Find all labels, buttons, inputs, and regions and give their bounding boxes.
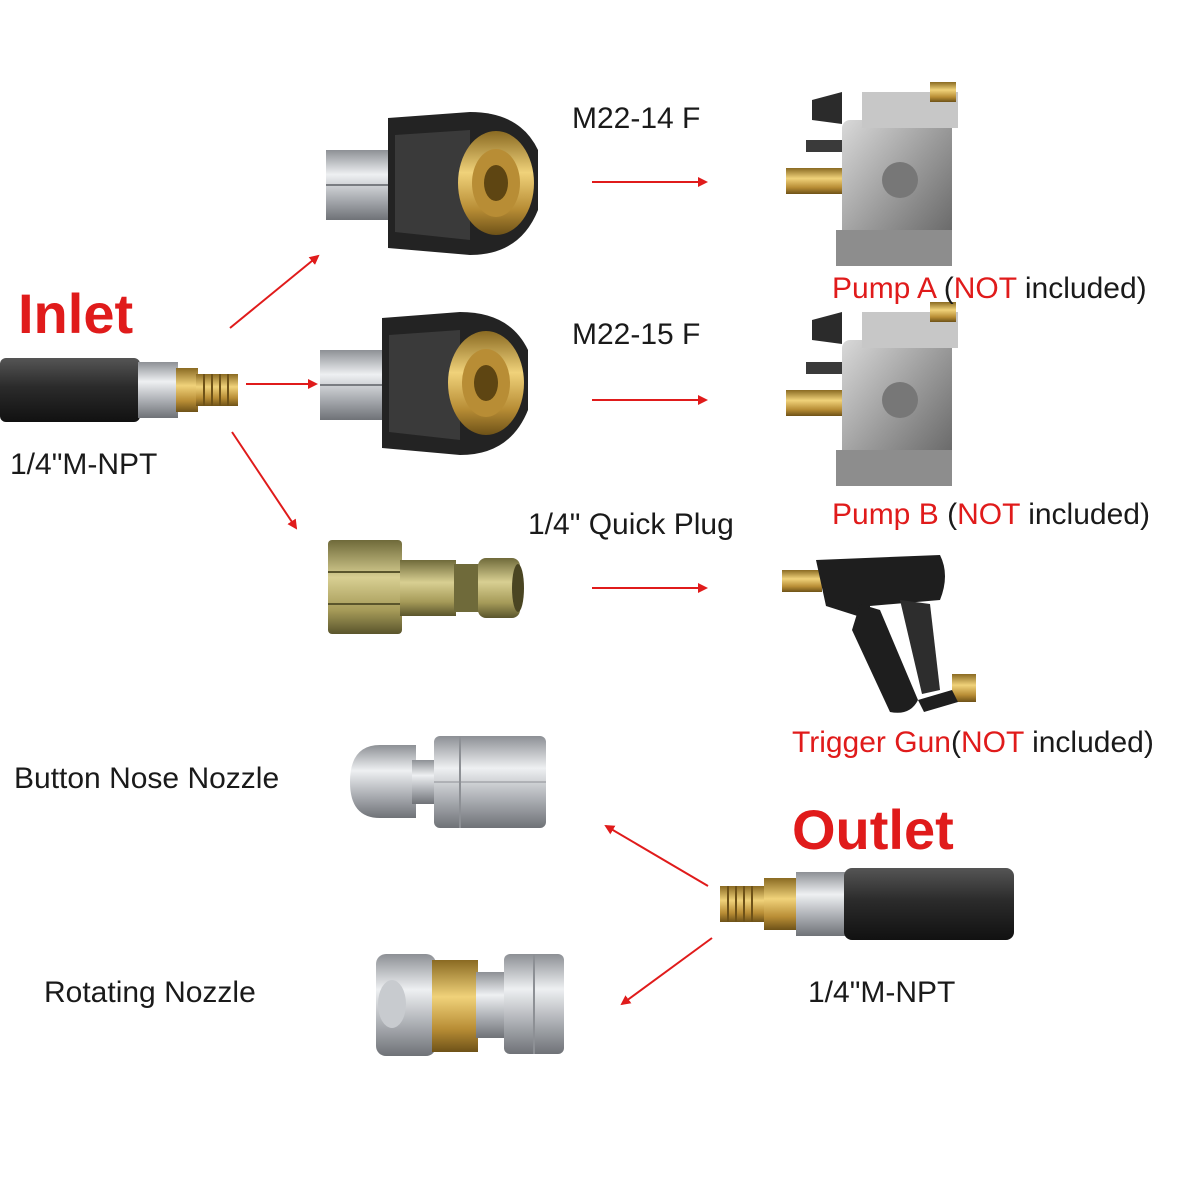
button-nozzle-label: Button Nose Nozzle xyxy=(14,762,280,795)
inlet-thread-label: 1/4"M-NPT xyxy=(10,448,158,481)
pump-b-caption: Pump B (NOT included) xyxy=(832,500,1150,530)
arrow-to-quick-plug xyxy=(231,431,298,530)
m22-14-adapter-icon xyxy=(326,112,538,255)
pump-a-paren: ( xyxy=(943,272,954,305)
inlet-hose-icon xyxy=(0,358,238,422)
arrow-to-rotating-nozzle xyxy=(620,937,713,1006)
pump-b-paren: ( xyxy=(947,498,958,531)
target-arrows xyxy=(592,177,708,593)
m22-15-label: M22-15 F xyxy=(572,318,701,351)
arrow-to-button-nozzle xyxy=(604,824,709,887)
trigger-gun-icon xyxy=(782,555,976,713)
m22-14-label: M22-14 F xyxy=(572,102,701,135)
trigger-gun-not: NOT xyxy=(960,726,1024,759)
trigger-gun-caption: Trigger Gun(NOT included) xyxy=(792,728,1154,758)
trigger-gun-rest: included) xyxy=(1023,726,1154,759)
rotating-nozzle-label: Rotating Nozzle xyxy=(44,976,256,1009)
pump-a-caption: Pump A (NOT included) xyxy=(832,274,1147,304)
arrow-to-m22-14 xyxy=(229,254,320,329)
quick-plug-label: 1/4" Quick Plug xyxy=(528,508,734,541)
pump-a-name: Pump A xyxy=(832,272,936,305)
outlet-thread-label: 1/4"M-NPT xyxy=(808,976,956,1009)
pump-b-icon xyxy=(786,302,958,486)
trigger-gun-name: Trigger Gun xyxy=(792,726,951,759)
pump-a-rest: included) xyxy=(1016,272,1147,305)
pump-b-rest: included) xyxy=(1019,498,1150,531)
m22-15-adapter-icon xyxy=(320,312,528,455)
pump-b-not: NOT xyxy=(957,498,1020,531)
outlet-heading: Outlet xyxy=(792,798,954,861)
outlet-hose-icon xyxy=(720,868,1014,940)
pump-a-not: NOT xyxy=(953,272,1017,305)
inlet-heading: Inlet xyxy=(18,282,134,345)
pump-b-name: Pump B xyxy=(832,498,939,531)
trigger-gun-paren: ( xyxy=(950,726,961,759)
button-nose-nozzle-icon xyxy=(350,736,546,828)
outlet-arrows xyxy=(604,824,713,1006)
pump-a-icon xyxy=(786,82,958,266)
quick-plug-icon xyxy=(328,540,524,634)
rotating-nozzle-icon xyxy=(376,954,564,1056)
inlet-arrows xyxy=(229,254,320,530)
